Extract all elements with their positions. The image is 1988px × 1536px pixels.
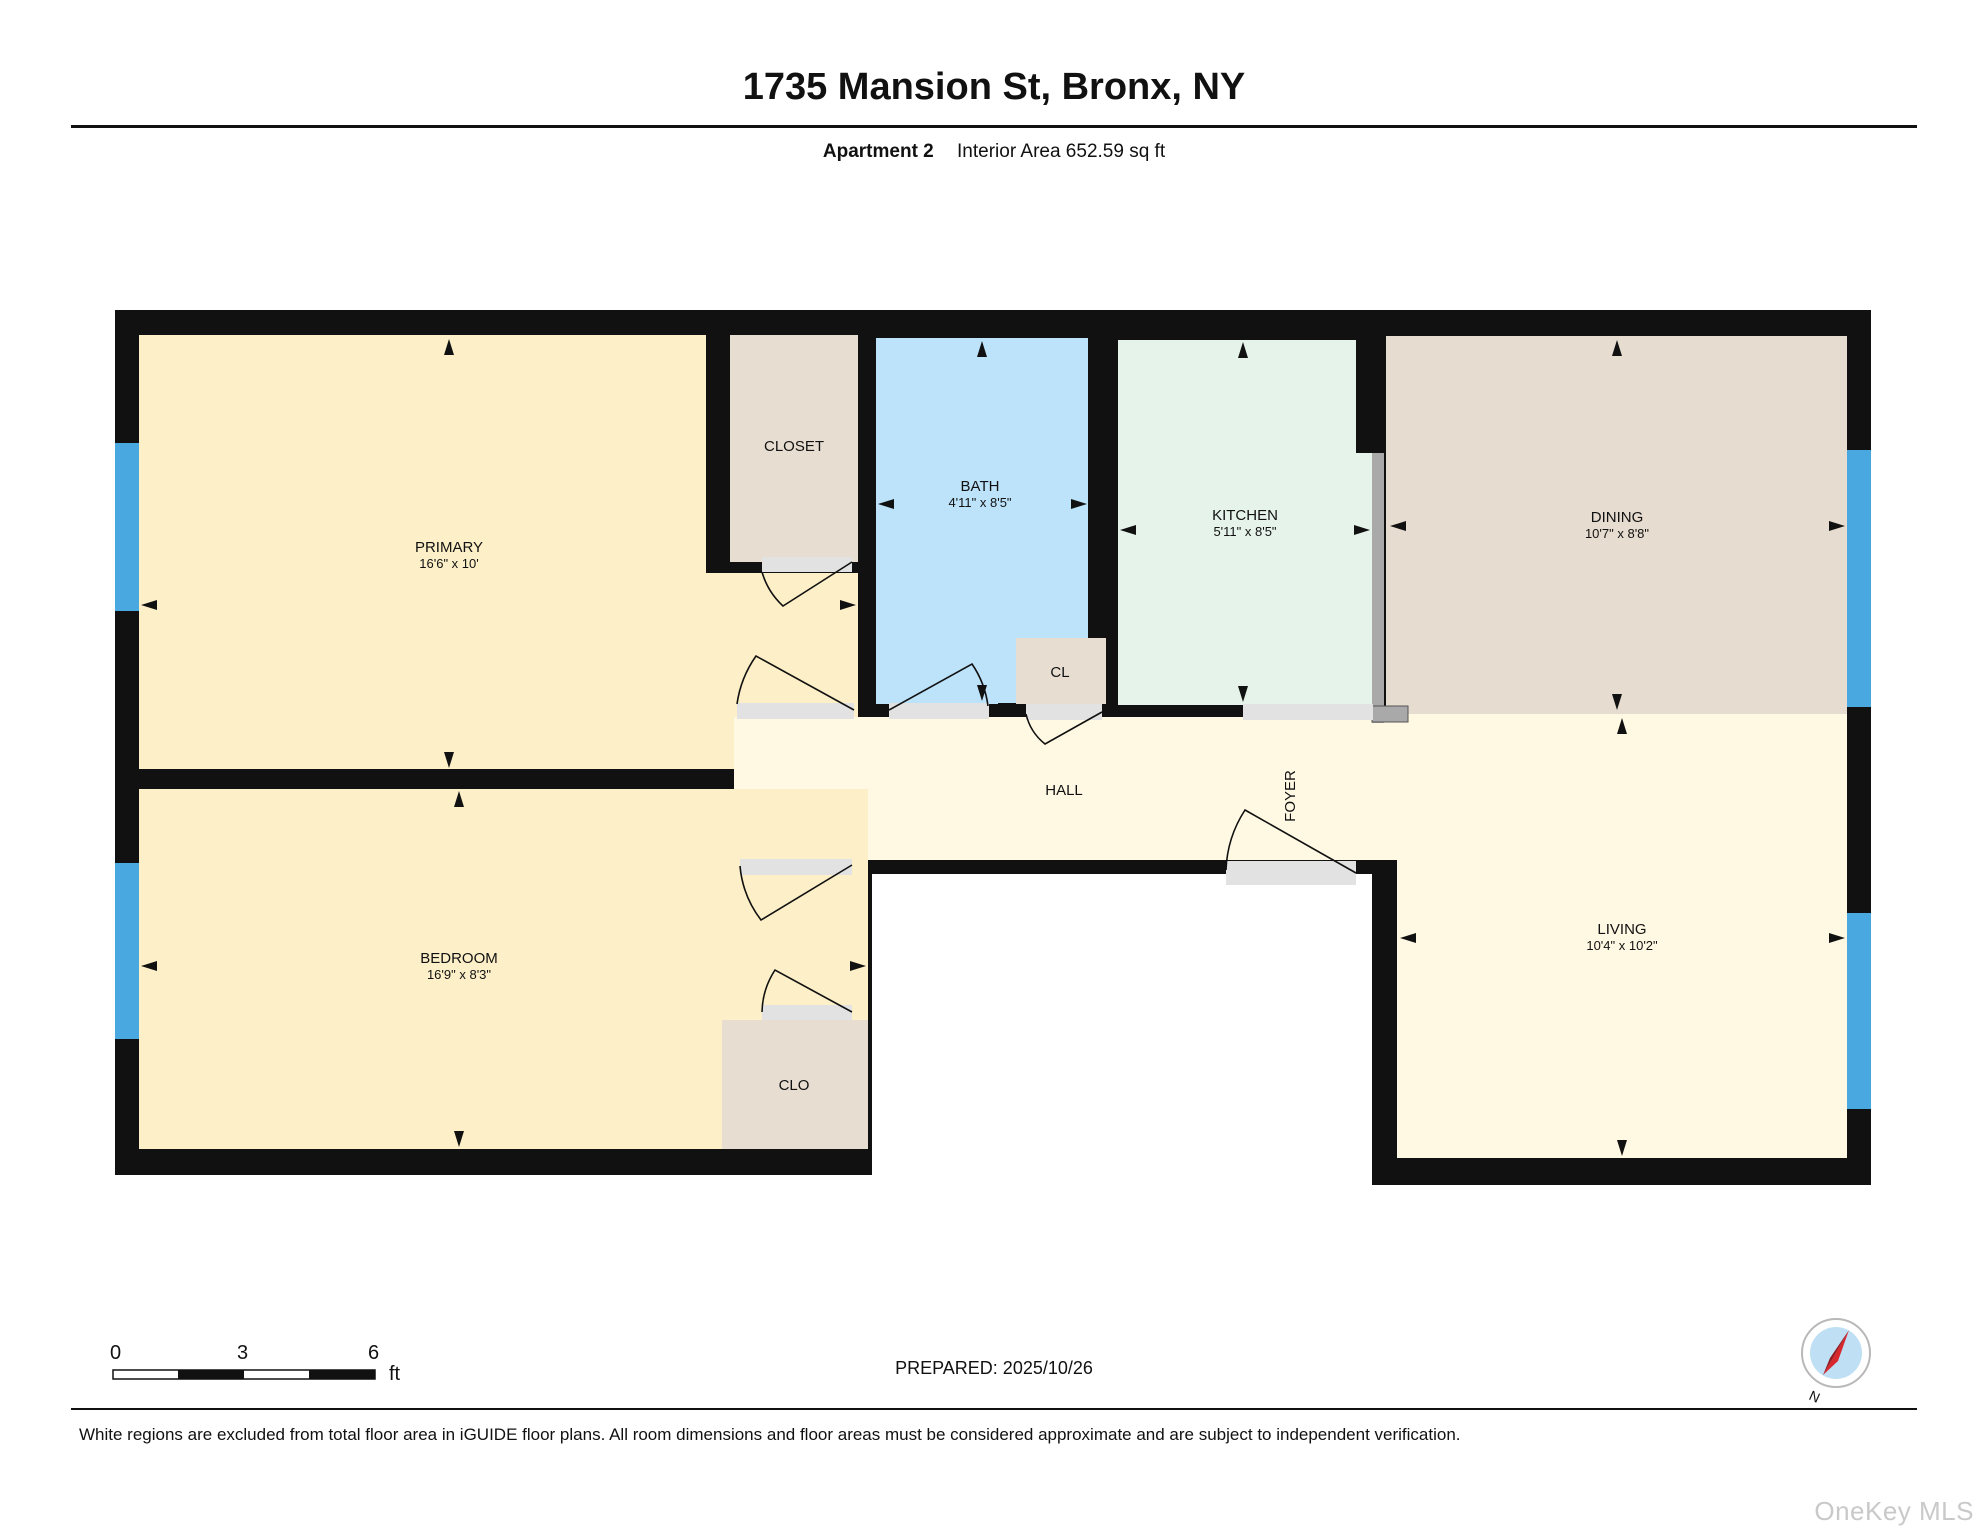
- interior-area-label: Interior Area 652.59 sq ft: [957, 141, 1166, 162]
- living-label: LIVING: [1597, 921, 1646, 938]
- door-openings: [737, 557, 1373, 1020]
- prepared-date: PREPARED: 2025/10/26: [895, 1358, 1093, 1378]
- room-primary: [139, 335, 706, 769]
- window-dining: [1847, 450, 1871, 707]
- scale-tick-0: 0: [110, 1342, 121, 1364]
- scale-unit: ft: [389, 1363, 401, 1385]
- kitchen-dimensions: 5'11" x 8'5": [1213, 524, 1276, 539]
- room-kitchen: [1118, 340, 1372, 705]
- bedroom-dimensions: 16'9" x 8'3": [427, 967, 491, 982]
- clo-label: CLO: [779, 1077, 810, 1094]
- window-bedroom: [115, 863, 139, 1039]
- scale-tick-6: 6: [368, 1342, 379, 1364]
- footer-divider: [71, 1408, 1917, 1410]
- scale-tick-3: 3: [237, 1342, 248, 1364]
- foyer-label: FOYER: [1282, 770, 1299, 822]
- bath-dimensions: 4'11" x 8'5": [948, 495, 1011, 510]
- living-dimensions: 10'4" x 10'2": [1586, 938, 1658, 953]
- window-living: [1847, 913, 1871, 1109]
- room-clo: [722, 1020, 868, 1149]
- room-closet: [730, 335, 858, 562]
- dining-label: DINING: [1591, 509, 1644, 526]
- apartment-label: Apartment 2: [822, 141, 934, 162]
- dimension-arrows: [141, 339, 1845, 1156]
- room-living: [1397, 714, 1847, 1158]
- primary-dimensions: 16'6" x 10': [419, 556, 478, 571]
- room-bath-lower: [876, 620, 998, 704]
- dining-dimensions: 10'7" x 8'8": [1585, 526, 1649, 541]
- plan-subtitle: Apartment 2 Interior Area 652.59 sq ft: [0, 141, 1988, 163]
- bedroom-label: BEDROOM: [420, 950, 498, 967]
- compass-north-label: N: [1807, 1387, 1823, 1406]
- title-divider: [71, 125, 1917, 128]
- kitchen-partition-end: [1371, 705, 1409, 723]
- room-dining: [1386, 336, 1847, 714]
- kitchen-label: KITCHEN: [1212, 507, 1278, 524]
- hall-label: HALL: [1045, 782, 1083, 799]
- door-swings: [736, 561, 1357, 1013]
- page-title: 1735 Mansion St, Bronx, NY: [742, 66, 1246, 108]
- windows: [115, 443, 1871, 1109]
- watermark: OneKey MLS: [1814, 1496, 1974, 1526]
- bath-label: BATH: [961, 478, 1000, 495]
- room-cl: [1016, 638, 1106, 704]
- primary-label: PRIMARY: [415, 539, 483, 556]
- closet-label: CLOSET: [764, 438, 824, 455]
- kitchen-partition: [1372, 453, 1384, 723]
- compass-icon: N: [1801, 1318, 1871, 1406]
- window-primary: [115, 443, 139, 611]
- cl-label: CL: [1050, 664, 1069, 681]
- disclaimer-text: White regions are excluded from total fl…: [79, 1425, 1461, 1444]
- scale-bar: 0 3 6 ft: [110, 1342, 401, 1385]
- kitchen-wall-stub: [1356, 336, 1386, 453]
